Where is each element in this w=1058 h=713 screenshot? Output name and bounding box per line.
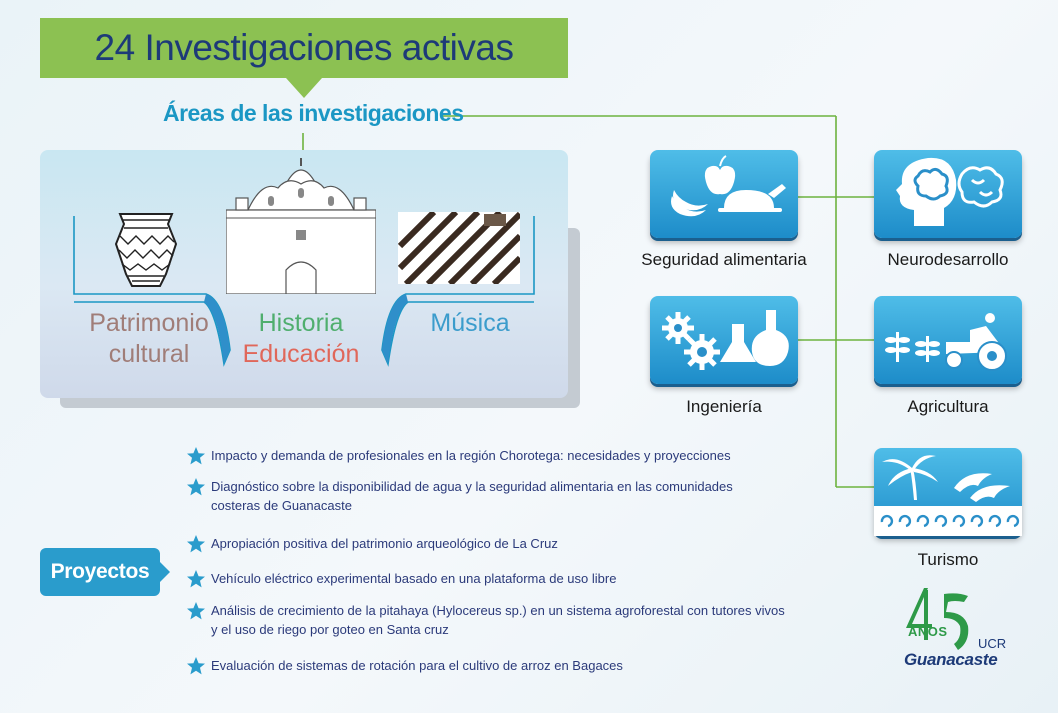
tile-turismo (874, 448, 1022, 536)
tile-label-agricultura: Agricultura (907, 397, 989, 416)
logo-swoosh (906, 588, 969, 650)
project-text: Análisis de crecimiento de la pitahaya (… (211, 603, 785, 637)
star-bullet-icon (187, 570, 205, 588)
area-label-patrimonio: Patrimonio (89, 309, 209, 337)
area-label-educacion: Educación (242, 340, 360, 368)
brain-head-icon (896, 157, 1004, 226)
ucr-45-logo: AÑOS UCR Guanacaste (898, 584, 1010, 676)
star-bullet-icon (187, 602, 205, 620)
areas-panel: Patrimonio cultural Historia Educación M… (40, 150, 568, 398)
star-bullet-icon (187, 447, 205, 465)
logo-ucr: UCR (978, 636, 1007, 651)
tile-label-turismo: Turismo (917, 550, 979, 569)
project-text: Impacto y demanda de profesionales en la… (211, 448, 731, 463)
logo-anos: AÑOS (908, 624, 948, 639)
vase-icon (114, 213, 178, 287)
marimba-icon (398, 212, 520, 284)
proyectos-label-box: Proyectos (40, 548, 160, 596)
area-label-cultural: cultural (108, 340, 190, 368)
star-bullet-icon (187, 478, 205, 496)
project-text: Evaluación de sistemas de rotación para … (211, 658, 623, 673)
title-banner (40, 18, 568, 78)
project-text: Diagnóstico sobre la disponibilidad de a… (211, 479, 733, 513)
tile-label-seguridad: Seguridad alimentaria (641, 250, 807, 269)
area-label-historia: Historia (258, 309, 344, 337)
tile-neurodesarrollo (874, 150, 1022, 238)
tile-ingenieria (650, 296, 798, 384)
project-text: Apropiación positiva del patrimonio arqu… (211, 536, 558, 551)
logo-campus: Guanacaste (904, 650, 998, 669)
gears-flask-icon (662, 310, 789, 370)
panel-brackets (73, 216, 535, 367)
tile-label-ingenieria: Ingeniería (686, 397, 762, 416)
project-text: Vehículo eléctrico experimental basado e… (211, 571, 617, 586)
tile-agricultura (874, 296, 1022, 384)
star-bullet-icon (187, 657, 205, 675)
food-icon (671, 155, 786, 217)
title-banner-pointer (286, 78, 322, 98)
star-bullet-icon (187, 535, 205, 553)
tractor-plants-icon (885, 313, 1007, 371)
proyectos-arrow (160, 562, 170, 582)
palm-dolphins-icon (874, 455, 1022, 536)
page-title: 24 Investigaciones activas (94, 27, 514, 68)
areas-subtitle: Áreas de las investigaciones (163, 100, 464, 126)
tile-label-neurodesarrollo: Neurodesarrollo (887, 250, 1009, 269)
tile-seguridad-alimentaria (650, 150, 798, 238)
area-label-musica: Música (430, 309, 510, 337)
church-icon (226, 158, 376, 294)
